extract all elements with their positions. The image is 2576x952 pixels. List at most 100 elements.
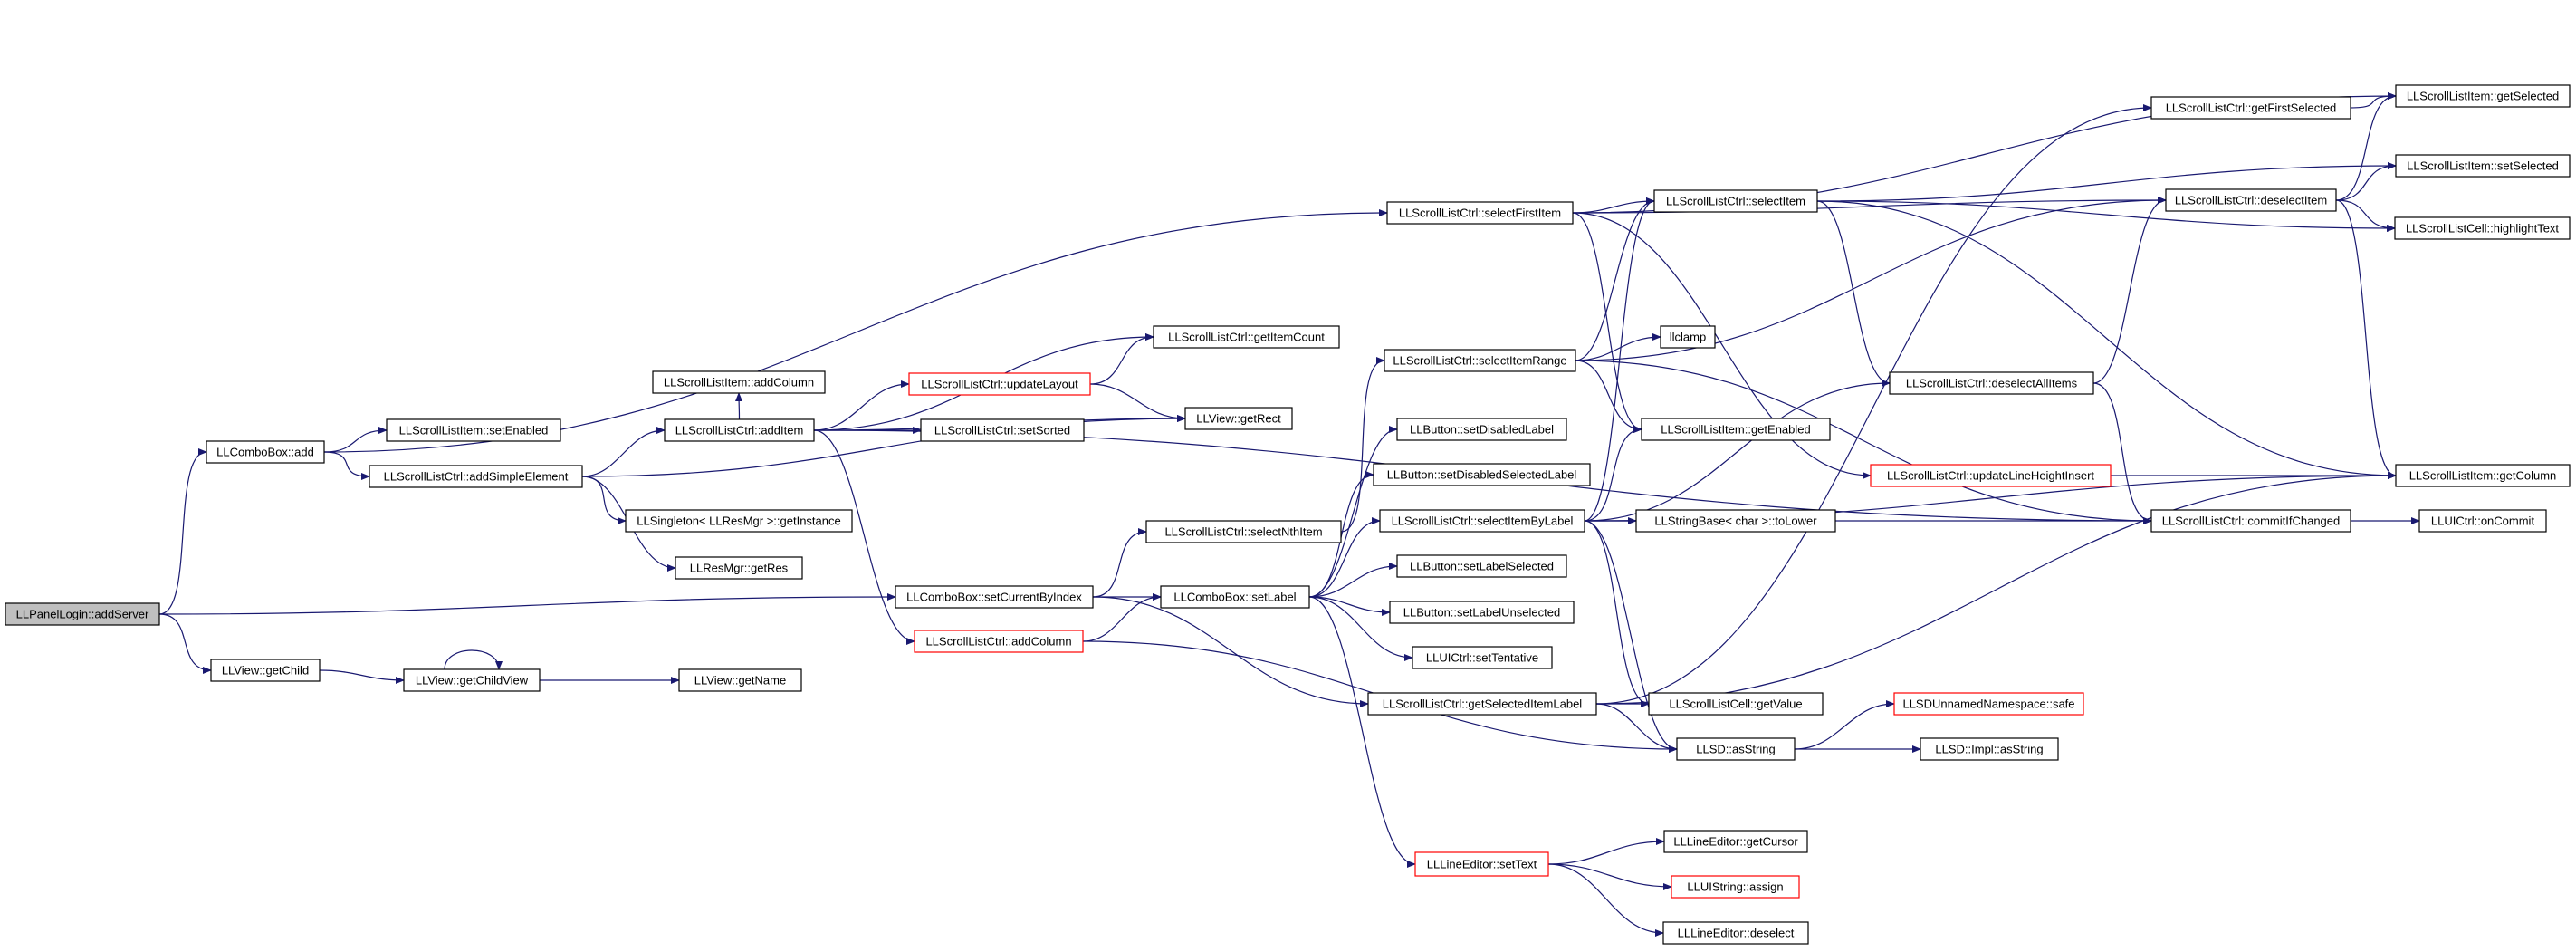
call-edge [1575, 197, 2167, 361]
function-node-getInstance[interactable]: LLSingleton< LLResMgr >::getInstance [625, 509, 853, 533]
node-label: LLScrollListCtrl::updateLayout [921, 378, 1078, 391]
node-box [403, 668, 541, 692]
node-box [625, 509, 853, 533]
node-label: llclamp [1670, 331, 1706, 344]
call-edge [1575, 360, 2152, 524]
node-box [1870, 464, 2112, 487]
edge-selectFirstItem-to-itemGetEnabled [1572, 212, 1642, 433]
node-box [2394, 216, 2571, 240]
function-node-deselectAllItems[interactable]: LLScrollListCtrl::deselectAllItems [1889, 371, 2094, 395]
call-edge [2092, 382, 2152, 524]
edge-addItem-to-updateLayout [813, 380, 910, 431]
node-label: LLScrollListItem::setEnabled [399, 424, 549, 438]
node-label: LLComboBox::add [216, 446, 314, 459]
call-edge [1595, 104, 2152, 705]
function-node-itemGetEnabled[interactable]: LLScrollListItem::getEnabled [1641, 418, 1831, 441]
function-node-selectItem[interactable]: LLScrollListCtrl::selectItem [1653, 189, 1818, 213]
function-node-getRes[interactable]: LLResMgr::getRes [675, 556, 803, 580]
node-box [1414, 851, 1549, 877]
function-node-toLower[interactable]: LLStringBase< char >::toLower [1635, 509, 1836, 533]
call-edge [1092, 596, 1369, 707]
function-node-setDisabledSelectedLabel[interactable]: LLButton::setDisabledSelectedLabel [1373, 463, 1591, 486]
function-node-itemSetEnabled[interactable]: LLScrollListItem::setEnabled [386, 418, 561, 442]
node-box [386, 418, 561, 442]
call-edge [1308, 596, 1391, 616]
function-node-getName[interactable]: LLView::getName [678, 668, 802, 692]
node-box [2395, 84, 2571, 108]
call-edge [1340, 357, 1385, 533]
function-node-asString[interactable]: LLSD::asString [1676, 737, 1796, 761]
edges-layer [158, 92, 2420, 937]
node-label: LLScrollListCtrl::selectItemRange [1393, 354, 1566, 368]
function-node-setCurrentByIndex[interactable]: LLComboBox::setCurrentByIndex [895, 585, 1094, 609]
call-edge [1584, 426, 1642, 522]
function-node-setLabelUnselected[interactable]: LLButton::setLabelUnselected [1389, 601, 1575, 624]
node-label: LLScrollListCtrl::commitIfChanged [2162, 514, 2341, 528]
function-node-setSorted[interactable]: LLScrollListCtrl::setSorted [920, 418, 1085, 442]
node-box [2150, 509, 2351, 533]
function-node-onCommit[interactable]: LLUICtrl::onCommit [2418, 509, 2547, 533]
function-node-addItem[interactable]: LLScrollListCtrl::addItem [664, 418, 815, 442]
function-node-setLabelSelected[interactable]: LLButton::setLabelSelected [1396, 554, 1567, 578]
node-box [1160, 585, 1310, 609]
function-node-selectItemRange[interactable]: LLScrollListCtrl::selectItemRange [1384, 349, 1576, 372]
function-node-setText[interactable]: LLLineEditor::setText [1414, 851, 1549, 877]
call-edge [1816, 162, 2397, 202]
function-node-addColumnCtrl[interactable]: LLScrollListCtrl::addColumn [914, 630, 1084, 653]
edge-selectItemByLabel-to-deselectAllItems [1584, 380, 1891, 522]
edge-addServer-to-cbAdd [158, 448, 207, 615]
function-node-updateLineHeightInsert[interactable]: LLScrollListCtrl::updateLineHeightInsert [1870, 464, 2112, 487]
function-node-getSelectedItemLabel[interactable]: LLScrollListCtrl::getSelectedItemLabel [1367, 692, 1597, 716]
function-node-cbAdd[interactable]: LLComboBox::add [206, 440, 325, 464]
node-box [908, 372, 1091, 396]
function-node-setTentative[interactable]: LLUICtrl::setTentative [1412, 646, 1553, 669]
call-edge [1595, 703, 1678, 753]
function-node-highlightText[interactable]: LLScrollListCell::highlightText [2394, 216, 2571, 240]
call-edge [323, 427, 388, 453]
node-label: LLScrollListCtrl::getFirstSelected [2166, 101, 2337, 115]
function-node-setLabel[interactable]: LLComboBox::setLabel [1160, 585, 1310, 609]
function-node-updateLayout[interactable]: LLScrollListCtrl::updateLayout [908, 372, 1091, 396]
function-node-assign[interactable]: LLUIString::assign [1671, 875, 1800, 899]
function-node-getCursor[interactable]: LLLineEditor::getCursor [1663, 830, 1808, 853]
node-label: LLSDUnnamedNamespace::safe [1902, 697, 2074, 711]
function-node-addServer[interactable]: LLPanelLogin::addServer [5, 602, 160, 626]
function-node-cellGetValue[interactable]: LLScrollListCell::getValue [1648, 692, 1824, 716]
call-edge [813, 380, 910, 431]
function-node-setSelected[interactable]: LLScrollListItem::setSelected [2395, 154, 2571, 178]
function-node-getChildView[interactable]: LLView::getChildView [403, 668, 541, 692]
function-node-getColumn[interactable]: LLScrollListItem::getColumn [2395, 464, 2571, 487]
edge-setText-to-assign [1547, 863, 1672, 890]
function-node-setDisabledLabel[interactable]: LLButton::setDisabledLabel [1396, 418, 1567, 441]
function-node-getChild[interactable]: LLView::getChild [210, 659, 321, 682]
node-box [1373, 463, 1591, 486]
function-node-implAsString[interactable]: LLSD::Impl::asString [1920, 737, 2059, 761]
node-box [210, 659, 321, 682]
node-label: LLButton::setLabelSelected [1410, 560, 1554, 573]
function-node-getFirstSelected[interactable]: LLScrollListCtrl::getFirstSelected [2150, 96, 2351, 120]
function-node-selectNthItem[interactable]: LLScrollListCtrl::selectNthItem [1145, 520, 1342, 543]
function-node-getItemCount[interactable]: LLScrollListCtrl::getItemCount [1153, 325, 1340, 349]
function-node-selectItemByLabel[interactable]: LLScrollListCtrl::selectItemByLabel [1379, 509, 1585, 533]
function-node-addSimpleElement[interactable]: LLScrollListCtrl::addSimpleElement [369, 465, 583, 488]
edge-setText-to-deselect [1547, 863, 1664, 937]
function-node-selectFirstItem[interactable]: LLScrollListCtrl::selectFirstItem [1386, 201, 1574, 225]
node-label: LLButton::setDisabledLabel [1410, 423, 1554, 437]
edge-selectItemRange-to-selectItem [1575, 197, 1655, 361]
call-edge [1584, 380, 1891, 522]
function-node-llclamp[interactable]: llclamp [1660, 325, 1716, 349]
function-node-commitIfChanged[interactable]: LLScrollListCtrl::commitIfChanged [2150, 509, 2351, 533]
node-label: LLScrollListCtrl::addSimpleElement [384, 470, 569, 484]
function-node-addColumnItem[interactable]: LLScrollListItem::addColumn [652, 370, 826, 394]
edge-deselectAllItems-to-deselectItem [2092, 197, 2167, 384]
function-node-deselect[interactable]: LLLineEditor::deselect [1662, 921, 1809, 945]
node-box [2165, 188, 2337, 212]
function-node-safe[interactable]: LLSDUnnamedNamespace::safe [1893, 692, 2084, 716]
edge-cbAdd-to-addSimpleElement [323, 451, 370, 480]
function-node-deselectItem[interactable]: LLScrollListCtrl::deselectItem [2165, 188, 2337, 212]
function-node-getSelected[interactable]: LLScrollListItem::getSelected [2395, 84, 2571, 108]
call-edge [1308, 596, 1413, 661]
edge-getChildView-to-getChildView [444, 649, 503, 670]
node-label: LLButton::setLabelUnselected [1403, 606, 1560, 620]
function-node-getRect[interactable]: LLView::getRect [1184, 407, 1293, 430]
